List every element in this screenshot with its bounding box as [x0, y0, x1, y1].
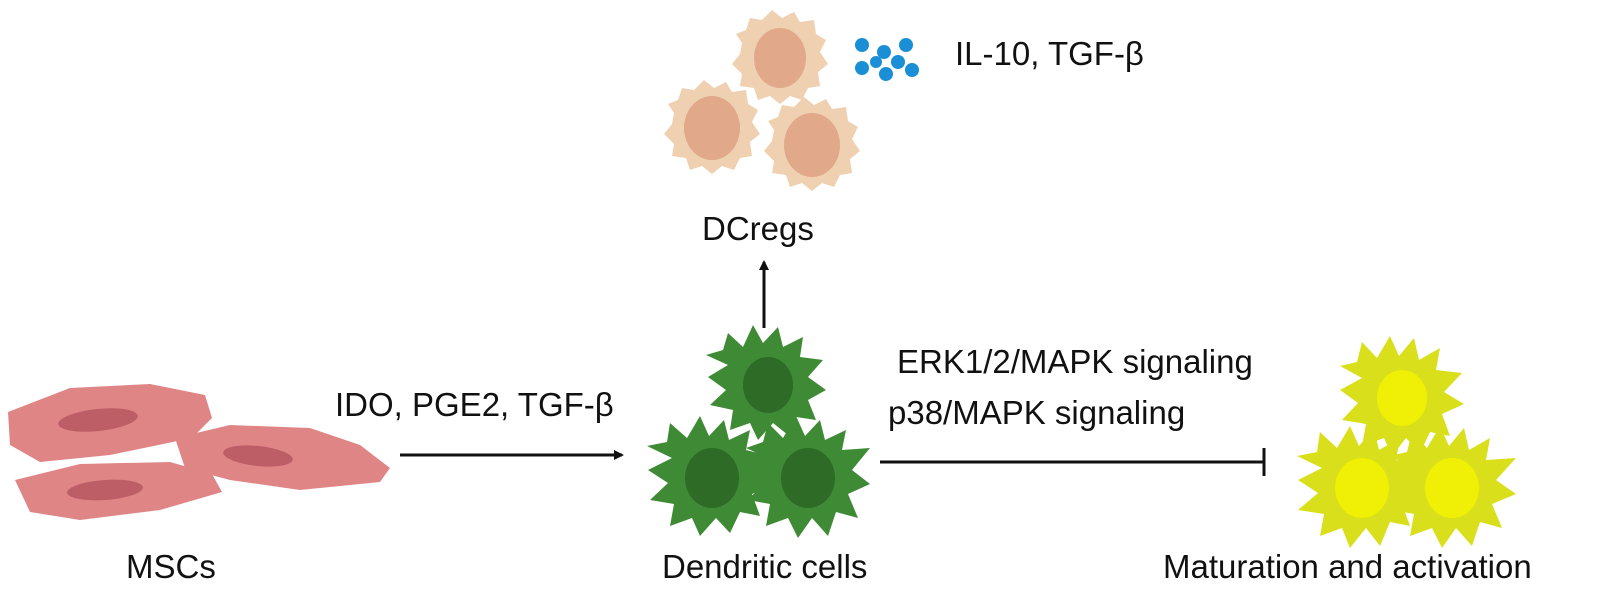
msc-cells	[8, 384, 390, 520]
outcome-label: Maturation and activation	[1163, 548, 1532, 585]
round-cell-icon	[732, 10, 828, 104]
inhibition-bar	[880, 448, 1266, 476]
dendritic-cells	[647, 325, 870, 538]
cytokine-dots	[855, 38, 919, 81]
spiky-cell-icon	[1340, 336, 1464, 456]
factors-label: IDO, PGE2, TGF-β	[335, 386, 614, 423]
mature-cells	[1297, 336, 1516, 548]
cytokines-label: IL-10, TGF-β	[955, 35, 1144, 72]
signaling-erk-label: ERK1/2/MAPK signaling	[897, 343, 1253, 380]
msc-label: MSCs	[126, 548, 216, 585]
dendritic-cell-icon	[647, 416, 772, 536]
msc-cell	[15, 462, 222, 520]
dcregs-label: DCregs	[702, 210, 814, 247]
msc-cell	[8, 384, 212, 462]
msc-cell	[175, 425, 390, 490]
round-cell-icon	[764, 97, 860, 191]
dcreg-cells	[664, 10, 860, 191]
dendritic-cell-icon	[746, 416, 870, 538]
signaling-p38-label: p38/MAPK signaling	[888, 394, 1186, 431]
dendritic-cells-label: Dendritic cells	[662, 548, 868, 585]
round-cell-icon	[664, 80, 760, 174]
dendritic-cell-icon	[706, 325, 826, 440]
spiky-cell-icon	[1390, 426, 1516, 548]
